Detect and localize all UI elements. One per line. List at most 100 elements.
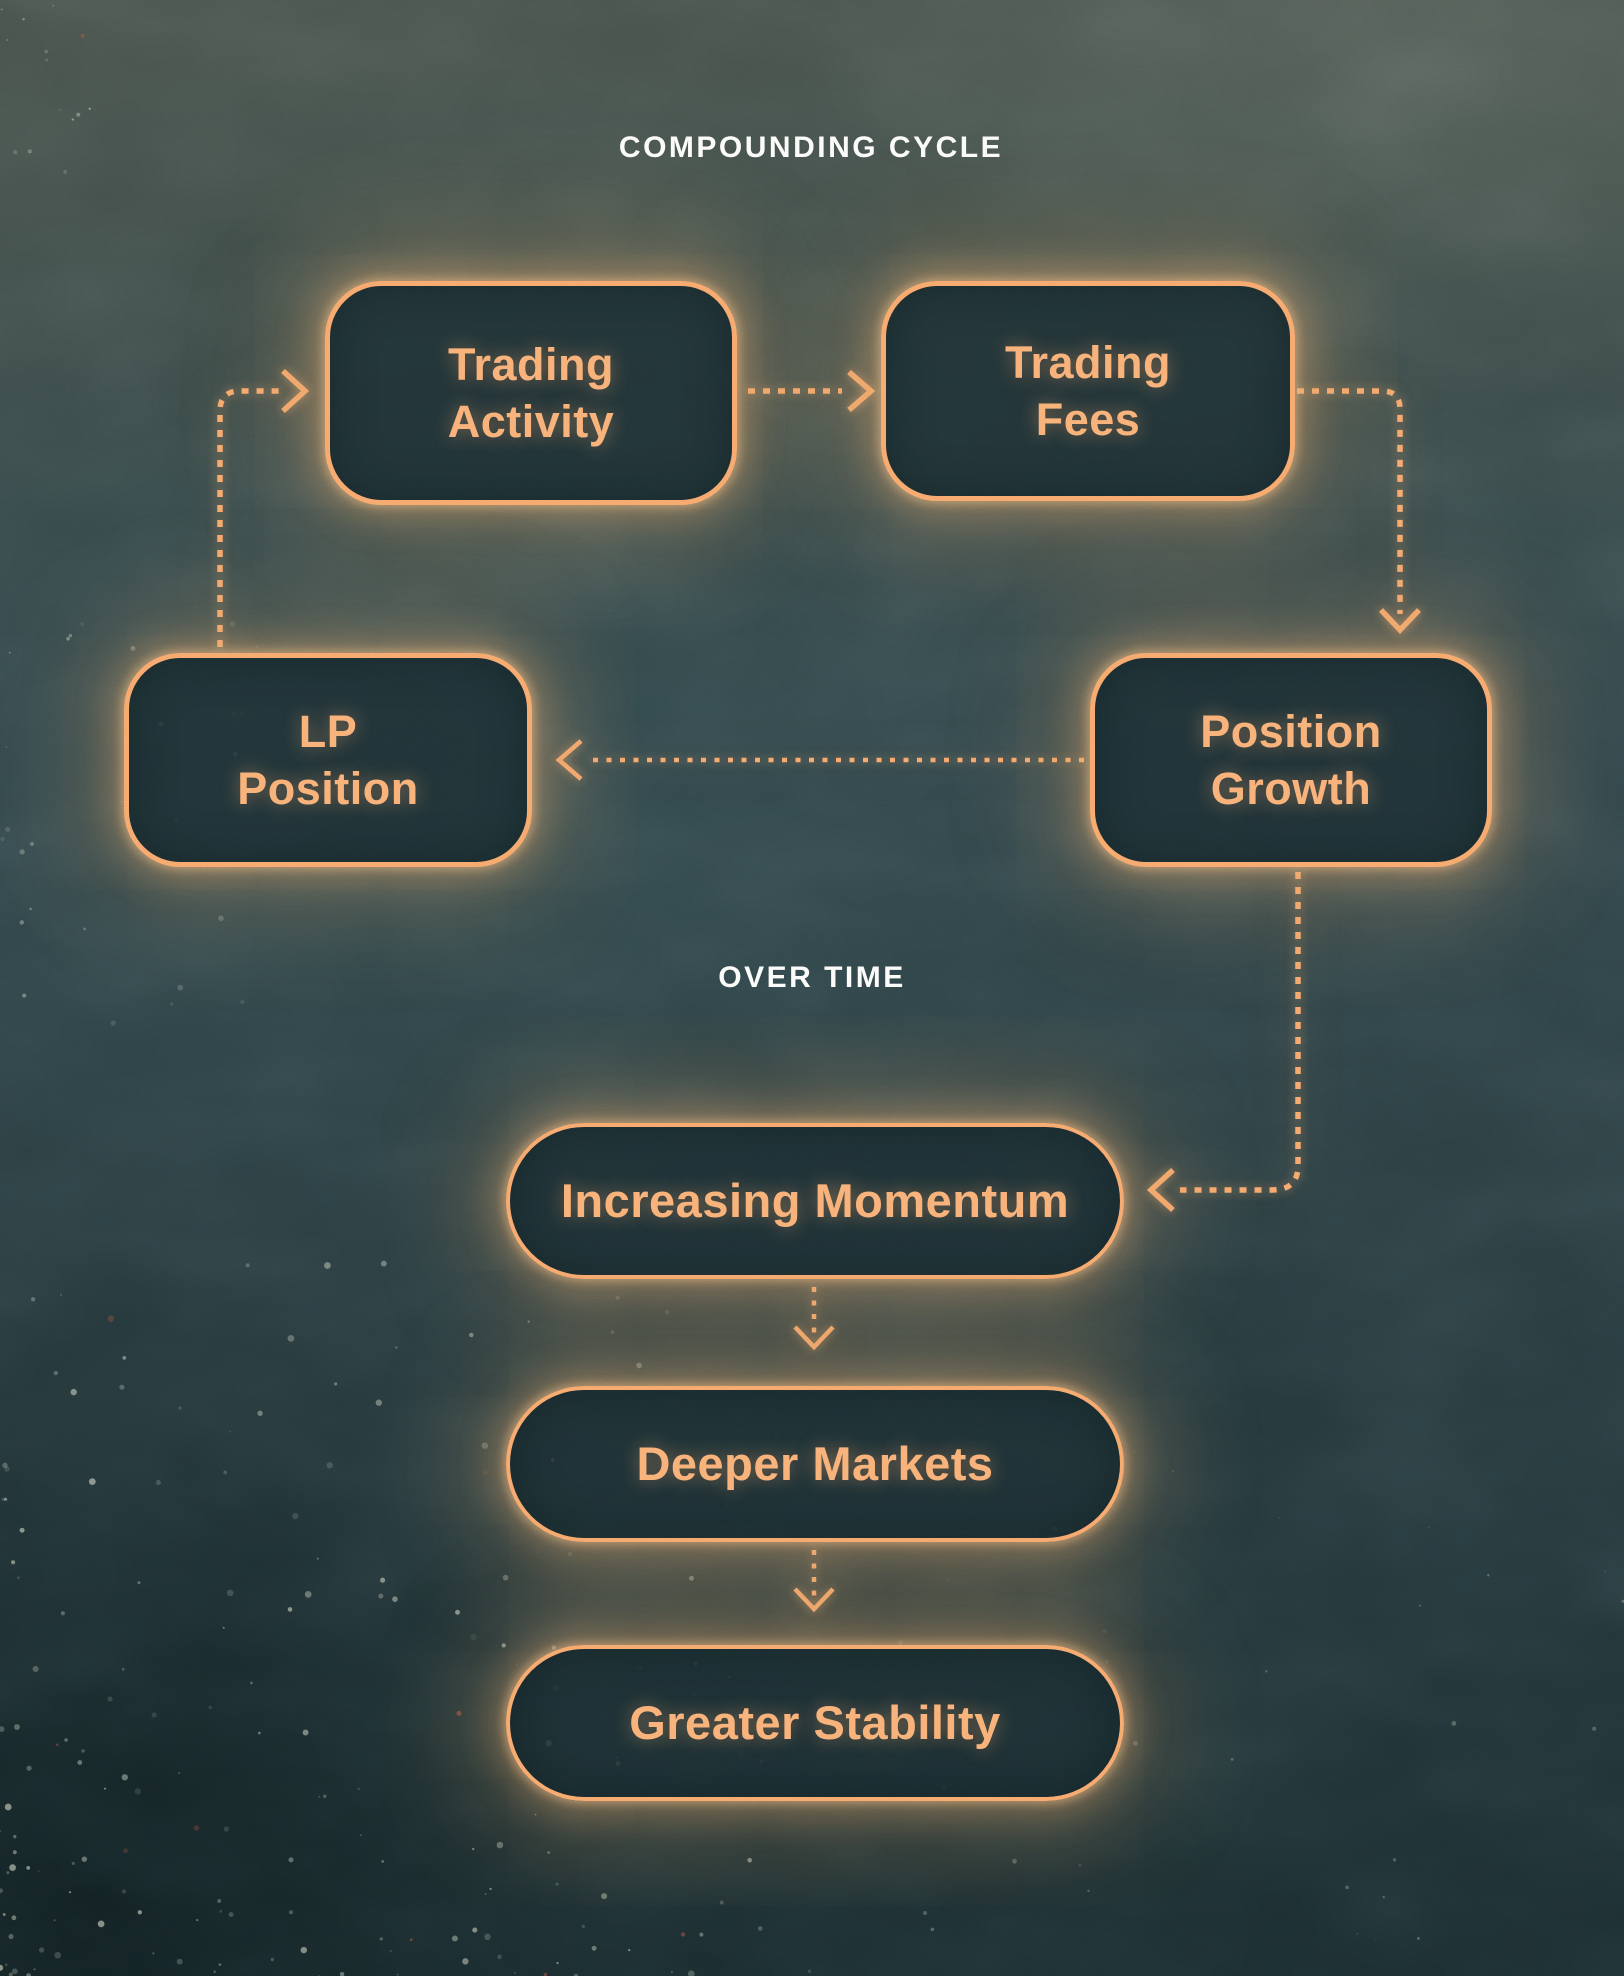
sediment-speck bbox=[6, 1871, 10, 1875]
sediment-speck bbox=[534, 1813, 537, 1816]
sediment-speck bbox=[30, 1297, 36, 1302]
sediment-speck bbox=[2, 1462, 8, 1468]
sediment-speck bbox=[53, 1370, 58, 1376]
node-increasing-momentum-label: Increasing Momentum bbox=[560, 1174, 1070, 1228]
sediment-speck bbox=[807, 1969, 812, 1973]
sediment-speck bbox=[670, 1971, 674, 1974]
sediment-speck bbox=[80, 622, 85, 627]
sediment-speck bbox=[193, 1825, 200, 1831]
sediment-speck bbox=[217, 1899, 222, 1903]
sediment-speck bbox=[4, 1803, 12, 1811]
sediment-speck bbox=[137, 1581, 141, 1585]
sediment-speck bbox=[392, 1596, 398, 1602]
sediment-speck bbox=[1132, 1740, 1138, 1746]
sediment-speck bbox=[380, 1577, 386, 1583]
edge-trading-activity-to-trading-fees bbox=[748, 369, 876, 413]
sediment-speck bbox=[70, 1388, 77, 1396]
sediment-speck bbox=[456, 1710, 462, 1716]
sediment-speck bbox=[601, 1893, 608, 1900]
sediment-speck bbox=[1418, 1604, 1421, 1607]
node-greater-stability: Greater Stability bbox=[506, 1645, 1124, 1801]
sediment-speck bbox=[19, 1527, 25, 1533]
node-deeper-markets-label: Deeper Markets bbox=[636, 1437, 994, 1491]
node-trading-activity-line2: Activity bbox=[447, 396, 615, 447]
sediment-speck bbox=[664, 1310, 670, 1315]
sediment-speck bbox=[481, 1442, 489, 1449]
sediment-speck bbox=[462, 1958, 469, 1965]
sediment-speck bbox=[502, 1574, 509, 1581]
sediment-speck bbox=[489, 1887, 492, 1890]
sediment-speck bbox=[1382, 1895, 1385, 1899]
sediment-speck bbox=[177, 1771, 181, 1775]
sediment-speck bbox=[229, 621, 236, 627]
sediment-speck bbox=[240, 1000, 245, 1004]
sediment-speck bbox=[218, 915, 224, 922]
sediment-speck bbox=[394, 1346, 398, 1349]
sediment-speck bbox=[4, 1466, 10, 1472]
sediment-speck bbox=[0, 1830, 2, 1833]
sediment-speck bbox=[8, 1972, 13, 1976]
sediment-speck bbox=[255, 645, 259, 648]
sediment-speck bbox=[13, 1834, 17, 1839]
sediment-speck bbox=[359, 1834, 362, 1837]
sediment-speck bbox=[302, 1729, 309, 1736]
sediment-speck bbox=[0, 8, 3, 11]
sediment-speck bbox=[0, 1964, 4, 1971]
sediment-speck bbox=[470, 1633, 477, 1641]
sediment-speck bbox=[77, 1760, 83, 1765]
sediment-speck bbox=[300, 1946, 308, 1954]
sediment-speck bbox=[1604, 1570, 1606, 1572]
sediment-speck bbox=[318, 1795, 321, 1798]
sediment-speck bbox=[177, 984, 184, 991]
sediment-speck bbox=[223, 1826, 229, 1832]
sediment-speck bbox=[27, 149, 32, 154]
sediment-speck bbox=[45, 58, 49, 62]
sediment-speck bbox=[472, 1927, 478, 1933]
sediment-speck bbox=[97, 1920, 105, 1928]
sediment-speck bbox=[121, 1889, 126, 1894]
sediment-speck bbox=[6, 39, 9, 41]
node-position-growth: Position Growth bbox=[1090, 653, 1492, 867]
sediment-speck bbox=[176, 1958, 183, 1965]
node-lp-position-line2: Position bbox=[237, 763, 419, 814]
sediment-speck bbox=[223, 1470, 228, 1475]
sediment-speck bbox=[581, 1924, 586, 1929]
sediment-speck bbox=[68, 1891, 72, 1894]
sediment-speck bbox=[719, 1900, 724, 1905]
sediment-speck bbox=[14, 1724, 20, 1730]
sediment-speck bbox=[121, 1667, 125, 1671]
node-increasing-momentum: Increasing Momentum bbox=[506, 1123, 1124, 1279]
sediment-speck bbox=[4, 1963, 8, 1967]
sediment-speck bbox=[323, 1794, 327, 1798]
sediment-speck bbox=[213, 1970, 216, 1973]
sediment-speck bbox=[83, 927, 87, 931]
sediment-speck bbox=[66, 636, 70, 641]
sediment-speck bbox=[107, 1696, 113, 1702]
sediment-speck bbox=[257, 1410, 263, 1416]
edge-trading-fees-to-position-growth bbox=[1297, 388, 1421, 634]
sediment-speck bbox=[484, 1893, 487, 1895]
sediment-speck bbox=[9, 1864, 16, 1871]
node-lp-position-line1: LP bbox=[298, 705, 358, 757]
sediment-speck bbox=[81, 1749, 85, 1753]
sediment-speck bbox=[316, 1557, 319, 1560]
sediment-speck bbox=[484, 1933, 491, 1941]
sediment-speck bbox=[469, 1332, 474, 1338]
sediment-speck bbox=[155, 1480, 161, 1485]
sediment-speck bbox=[120, 800, 123, 803]
sediment-speck bbox=[930, 1927, 935, 1932]
sediment-speck bbox=[1102, 1628, 1107, 1634]
sediment-speck bbox=[4, 1497, 8, 1501]
sediment-speck bbox=[292, 1512, 299, 1520]
edge-increasing-momentum-to-deeper-markets bbox=[793, 1287, 835, 1351]
sediment-speck bbox=[110, 1020, 116, 1026]
sediment-speck bbox=[922, 1910, 928, 1916]
sediment-speck bbox=[513, 1971, 516, 1974]
sediment-speck bbox=[71, 1861, 75, 1866]
sediment-speck bbox=[64, 1738, 68, 1742]
sediment-speck bbox=[287, 1335, 295, 1342]
sediment-speck bbox=[52, 4, 55, 8]
sediment-speck bbox=[287, 1607, 293, 1612]
node-greater-stability-label: Greater Stability bbox=[629, 1696, 1001, 1750]
sediment-speck bbox=[527, 1320, 530, 1323]
